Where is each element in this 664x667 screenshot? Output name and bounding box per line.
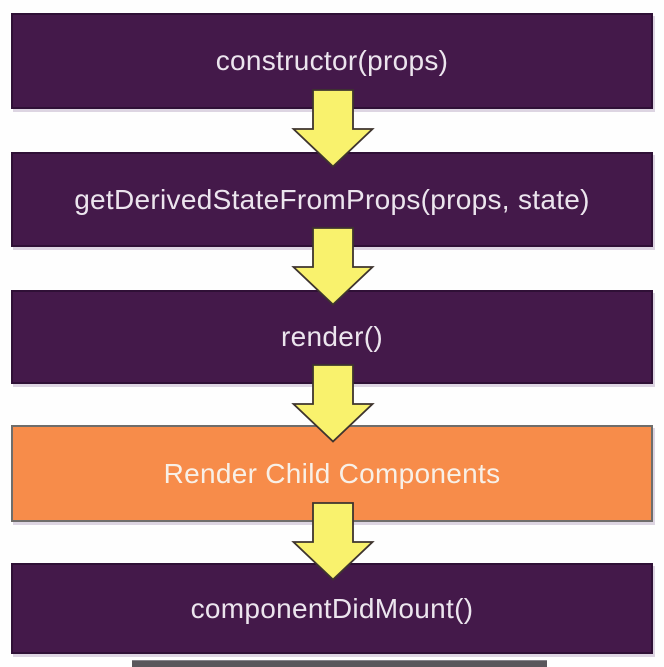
flow-node-label: constructor(props) [215, 45, 449, 76]
flow-node-label: getDerivedStateFromProps(props, state) [74, 183, 590, 215]
flow-node-label: componentDidMount() [190, 592, 474, 624]
flow-node-render: render() [11, 290, 653, 384]
flow-node-get-derived-state-from-props: getDerivedStateFromProps(props, state) [11, 152, 653, 247]
flow-node-component-did-mount: componentDidMount() [11, 563, 653, 654]
flow-node-constructor: constructor(props) [11, 13, 653, 109]
flow-node-label: Render Child Components [163, 457, 501, 489]
flow-node-label: render() [281, 321, 383, 352]
horizontal-scrollbar[interactable] [132, 660, 547, 667]
flow-node-render-child-components: Render Child Components [11, 425, 653, 522]
